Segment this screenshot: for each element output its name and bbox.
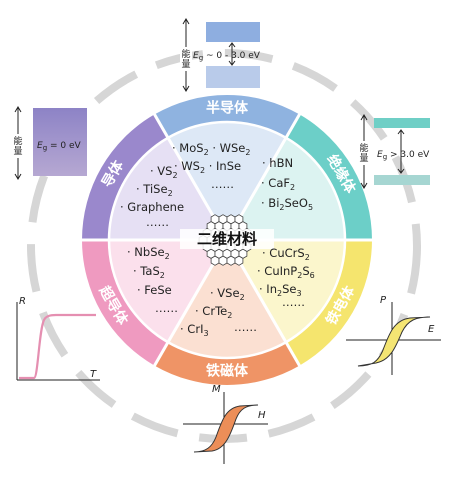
ferromagnet-segment-inner [168,240,286,358]
x-axis-label: E [428,324,435,335]
material-cri3: · CrI3 [180,322,209,338]
x-axis-label: H [258,410,266,421]
energy-axis-label: 能量 [359,142,368,164]
lattice-hexagon [234,255,244,266]
ferromagnet-hysteresis-plot: M H [183,384,268,464]
axis-label-bg [12,134,24,158]
gap-arrow-heads [397,129,405,174]
ellipsis-conductor: …… [146,215,169,229]
material-in2se3: · In2Se3 [259,282,302,298]
insulator-gap-label: Eg > 3.0 eV [377,150,430,161]
valence-band [206,66,260,88]
lattice-hexagon [226,255,236,266]
inner-ring-border [107,120,347,360]
material-cuinp2s6: · CuInP2S6 [257,264,315,280]
energy-axis-label: 能量 [13,135,22,157]
material-ws2: · WS2 · InSe [174,159,241,175]
material-vs2: · VS2 [150,164,178,180]
conductor-gap-label: Eg = 0 eV [37,141,82,152]
ferroelectric-segment-band [286,240,372,366]
superconductor-segment-band [82,240,168,366]
axis-label-bg [180,47,192,71]
ellipsis-semiconductor: …… [211,177,234,191]
y-axis-label: P [380,295,387,306]
energy-axis-arrows [360,114,368,189]
material-crte2: · CrTe2 [195,304,232,320]
insulator-segment-band [286,114,372,240]
energy-axis-label: 能量 [181,48,190,70]
magnetization-loop [193,404,259,453]
semiconductor-segment-inner [168,122,286,240]
material-mos2: · MoS2 · WSe2 [172,141,250,157]
overlapping-bands [33,108,87,176]
material-caf2: · CaF2 [261,176,295,192]
conduction-band [374,118,430,128]
conduction-band [206,22,260,42]
conductor-segment-band [82,114,168,240]
center-title: 二维材料 [197,230,257,248]
conductor-band-panel: 能量 Eg = 0 eV [12,106,87,180]
gap-arrow-heads [228,42,236,66]
ferroelectric-hysteresis-plot: P E [346,295,441,375]
energy-axis-arrows [14,106,22,180]
ellipsis-ferromagnet: …… [234,320,257,334]
ellipsis-ferroelectric: …… [282,295,305,309]
valence-band [374,175,430,185]
material-graphene: · Graphene [120,200,184,214]
insulator-band-panel: 能量 Eg > 3.0 eV [358,114,430,189]
material-vse2: · VSe2 [210,286,245,302]
semiconductor-label: 半导体 [206,100,249,117]
semiconductor-band-panel: 能量 Eg ~ 0 - 3.0 eV [180,18,261,92]
ferromagnet-label: 铁磁体 [206,363,249,380]
lattice-hexagon [210,255,220,266]
axis-label-bg [358,141,370,165]
resistance-curve [19,313,96,380]
superconductor-rt-plot: R T [16,296,100,381]
material-tas2: · TaS2 [133,264,165,280]
material-tise2: · TiSe2 [136,182,173,198]
ellipsis-superconductor: …… [155,301,178,315]
y-axis-label: M [212,384,221,395]
y-axis-label: R [19,296,26,307]
material-bi2seo5: · Bi2SeO5 [261,196,313,212]
material-fese: · FeSe [137,283,172,297]
material-hbn: · hBN [262,156,293,170]
energy-axis-arrows [182,18,190,92]
material-nbse2: · NbSe2 [127,245,170,261]
material-cucrs2: · CuCrS2 [262,246,310,262]
center-title-bg [180,229,274,249]
polarization-loop [357,316,431,367]
x-axis-label: T [90,369,97,380]
lattice-hexagon [218,255,228,266]
semiconductor-gap-label: Eg ~ 0 - 3.0 eV [193,51,261,62]
